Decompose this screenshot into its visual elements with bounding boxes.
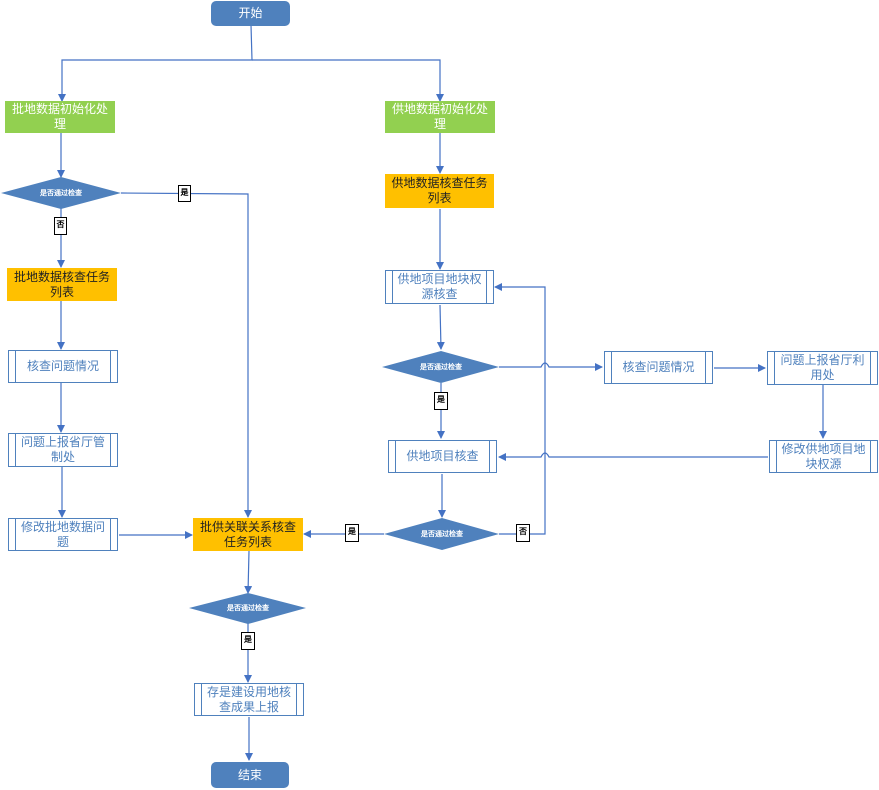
supply-issue-node[interactable]: 核查问题情况 <box>604 351 713 384</box>
decision-shape-3 <box>384 518 499 550</box>
supply-report-label: 问题上报省厅利用处 <box>780 353 865 382</box>
supply-task-node[interactable]: 供地数据核查任务列表 <box>385 174 494 208</box>
start-node[interactable]: 开始 <box>211 1 290 26</box>
decision-label-3[interactable]: 是否通过检查 <box>421 529 463 538</box>
supply-fix-label: 修改供地项目地块权源 <box>781 441 866 471</box>
approve-task-label: 批地数据核查任务列表 <box>13 269 110 299</box>
decision-label-2[interactable]: 是否通过检查 <box>420 362 462 371</box>
tag-d3-yes: 是 <box>345 524 359 542</box>
save-result-node[interactable]: 存是建设用地核查成果上报 <box>194 683 304 716</box>
tag-d1-no: 否 <box>54 217 67 235</box>
approve-report-node[interactable]: 问题上报省厅管制处 <box>8 433 118 467</box>
save-result-label: 存是建设用地核查成果上报 <box>206 684 291 714</box>
tag-d2-yes: 是 <box>434 392 448 410</box>
connector-d2-to-issue <box>499 362 603 371</box>
approve-init-label: 批地数据初始化处理 <box>11 102 108 131</box>
approve-task-node[interactable]: 批地数据核查任务列表 <box>7 268 117 301</box>
decision-label-4[interactable]: 是否通过检查 <box>227 603 269 612</box>
connector-start-to-supply-init <box>252 59 444 102</box>
end-node[interactable]: 结束 <box>211 762 289 788</box>
supply-check-node[interactable]: 供地项目核查 <box>388 440 497 473</box>
approve-report-label: 问题上报省厅管制处 <box>20 435 105 464</box>
connector-d1-yes <box>120 192 252 518</box>
supply-issue-label: 核查问题情况 <box>622 360 695 374</box>
supply-check-label: 供地项目核查 <box>406 449 479 463</box>
approve-issue-label: 核查问题情况 <box>26 359 99 373</box>
approve-init-node[interactable]: 批地数据初始化处理 <box>5 101 115 133</box>
approve-fix-node[interactable]: 修改批地数据问题 <box>8 518 118 551</box>
supply-report-node[interactable]: 问题上报省厅利用处 <box>767 351 878 385</box>
approve-issue-node[interactable]: 核查问题情况 <box>8 350 118 383</box>
supply-rights-label: 供地项目地块权源核查 <box>397 272 482 301</box>
connector-d3-no-loop <box>494 283 546 535</box>
approve-fix-label: 修改批地数据问题 <box>20 519 105 549</box>
connector-fix-to-check <box>498 452 768 461</box>
supply-fix-node[interactable]: 修改供地项目地块权源 <box>769 440 878 473</box>
decision-shape-4 <box>189 593 306 624</box>
decision-shape-2 <box>382 351 499 383</box>
supply-init-node[interactable]: 供地数据初始化处理 <box>385 101 495 133</box>
decision-shape-1 <box>1 177 121 209</box>
tag-d3-no: 否 <box>516 524 530 542</box>
supply-init-label: 供地数据初始化处理 <box>391 102 488 131</box>
supply-task-label: 供地数据核查任务列表 <box>391 176 488 205</box>
relation-task-label: 批供关联关系核查任务列表 <box>199 519 296 549</box>
connector-start-split <box>58 24 253 102</box>
connector-rights-to-d2 <box>436 304 445 350</box>
tag-d4-yes: 是 <box>241 632 255 650</box>
decision-label-1[interactable]: 是否通过检查 <box>40 188 82 197</box>
tag-d1-yes: 是 <box>178 185 191 202</box>
relation-task-node[interactable]: 批供关联关系核查任务列表 <box>193 518 303 551</box>
supply-rights-node[interactable]: 供地项目地块权源核查 <box>385 270 494 304</box>
connector-relation-to-d4 <box>244 550 253 594</box>
